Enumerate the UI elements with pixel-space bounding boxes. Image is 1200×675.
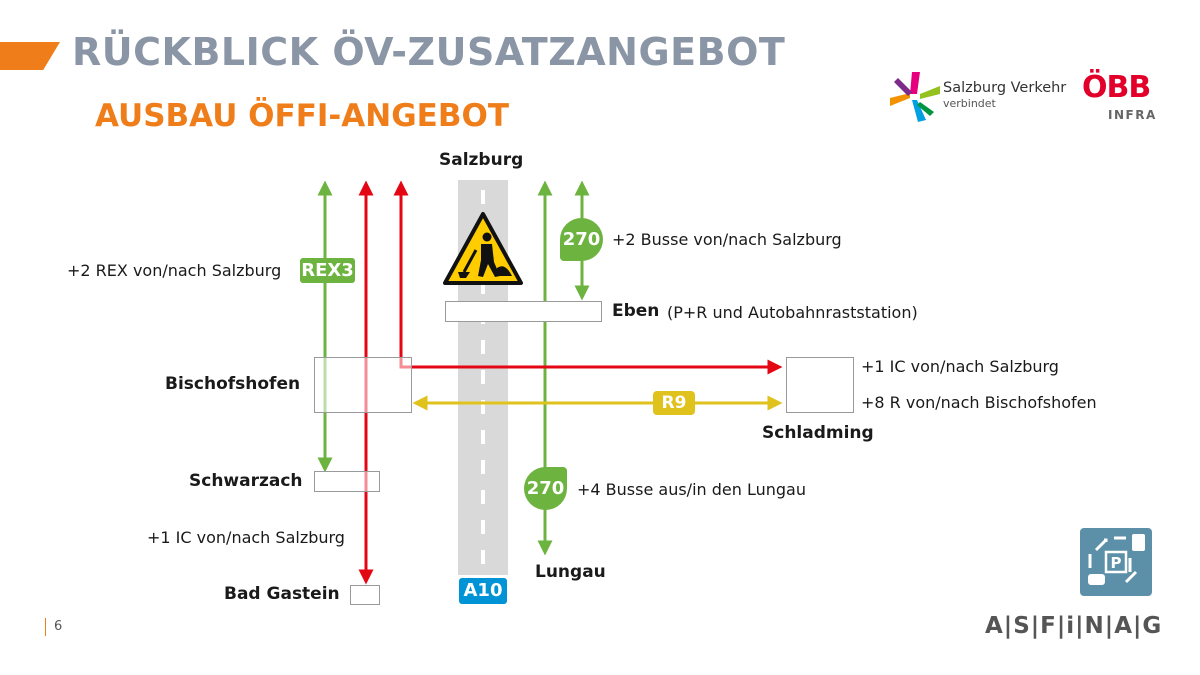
label-bus-lungau: +4 Busse aus/in den Lungau (577, 480, 806, 499)
rex3-badge: REX3 (300, 258, 355, 283)
salzburg-verkehr-name: Salzburg Verkehr (943, 80, 1067, 96)
place-bad-gastein: Bad Gastein (224, 584, 340, 604)
schwarzach-station-box (314, 471, 380, 492)
eben-station-box (445, 301, 602, 322)
r9-badge: R9 (653, 391, 695, 415)
bad-gastein-station-box (350, 585, 380, 605)
label-ic-schladming: +1 IC von/nach Salzburg (861, 357, 1059, 376)
place-bischofshofen: Bischofshofen (165, 374, 301, 394)
obb-infra-label: INFRA (1108, 108, 1157, 122)
place-lungau: Lungau (535, 562, 606, 582)
label-bus-salzburg: +2 Busse von/nach Salzburg (612, 230, 842, 249)
construction-warning-icon (443, 212, 523, 285)
a10-badge: A10 (459, 578, 507, 604)
obb-logo: ÖBB (1082, 70, 1151, 105)
page-title: RÜCKBLICK ÖV-ZUSATZANGEBOT (72, 30, 786, 74)
salzburg-verkehr-tagline: verbindet (943, 97, 996, 110)
place-schwarzach: Schwarzach (189, 471, 303, 491)
page-subtitle: AUSBAU ÖFFI-ANGEBOT (95, 98, 509, 134)
label-ic-gastein: +1 IC von/nach Salzburg (147, 528, 345, 547)
salzburg-verkehr-logo (890, 72, 940, 122)
svg-text:P: P (1111, 554, 1122, 572)
asfinag-mobility-hub-icon: P (1080, 528, 1152, 596)
bus-270-badge-top: 270 (560, 218, 603, 261)
page-number: 6 (45, 618, 62, 636)
asfinag-logo: A|S|F|i|N|A|G (985, 613, 1163, 639)
schladming-station-box (786, 357, 854, 413)
label-rex: +2 REX von/nach Salzburg (67, 261, 282, 280)
place-eben: Eben (612, 301, 660, 321)
eben-note: (P+R und Autobahnraststation) (667, 303, 918, 322)
place-salzburg: Salzburg (439, 150, 524, 170)
place-schladming: Schladming (762, 423, 874, 443)
label-r-schladming: +8 R von/nach Bischofshofen (861, 393, 1097, 412)
bischofshofen-station-box (314, 357, 412, 413)
bus-270-badge-bottom: 270 (524, 467, 567, 510)
